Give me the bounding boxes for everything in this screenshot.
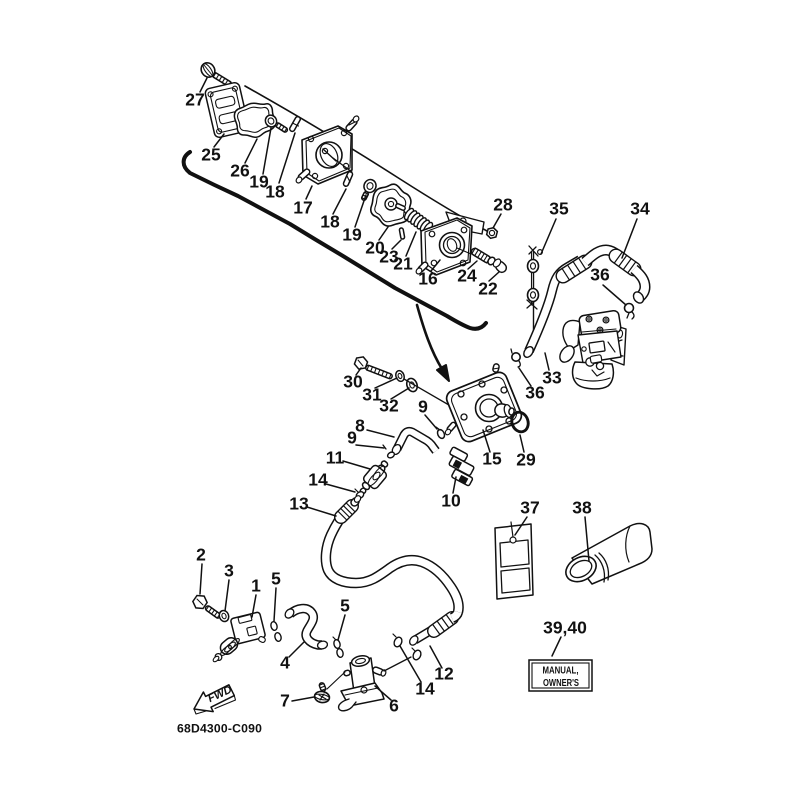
svg-text:10: 10 [441,491,461,511]
svg-text:24: 24 [457,266,477,286]
svg-text:36: 36 [525,383,545,403]
svg-text:19: 19 [249,172,269,192]
svg-text:16: 16 [418,269,438,289]
svg-text:31: 31 [362,385,382,405]
svg-text:20: 20 [365,238,385,258]
svg-text:OWNER'S: OWNER'S [543,677,579,689]
svg-text:12: 12 [434,664,454,684]
svg-text:1: 1 [251,576,261,596]
svg-text:11: 11 [326,448,345,468]
svg-text:26: 26 [230,161,250,181]
svg-text:MANUAL,: MANUAL, [543,665,579,677]
svg-text:25: 25 [201,145,221,165]
svg-text:22: 22 [478,279,498,299]
svg-text:4: 4 [280,653,290,673]
svg-text:9: 9 [347,428,357,448]
svg-text:33: 33 [542,368,562,388]
svg-text:32: 32 [379,396,399,416]
svg-text:17: 17 [293,198,312,218]
svg-text:68D4300-C090: 68D4300-C090 [177,722,262,736]
svg-text:13: 13 [289,494,309,514]
svg-text:34: 34 [630,199,650,219]
svg-text:38: 38 [572,498,592,518]
svg-text:27: 27 [185,90,204,110]
svg-text:3: 3 [224,561,234,581]
svg-text:5: 5 [340,596,350,616]
svg-text:28: 28 [493,195,513,215]
svg-text:36: 36 [590,265,610,285]
svg-text:23: 23 [379,247,399,267]
svg-text:9: 9 [418,397,428,417]
svg-text:19: 19 [342,225,362,245]
svg-text:21: 21 [393,254,413,274]
svg-text:7: 7 [280,691,290,711]
svg-text:14: 14 [308,470,328,490]
svg-text:37: 37 [520,498,539,518]
svg-text:39,40: 39,40 [543,618,587,638]
svg-text:29: 29 [516,450,536,470]
svg-text:30: 30 [343,372,363,392]
svg-text:15: 15 [482,449,502,469]
svg-text:8: 8 [355,416,365,436]
svg-text:18: 18 [320,212,340,232]
svg-text:5: 5 [271,569,281,589]
svg-text:35: 35 [549,199,569,219]
svg-text:18: 18 [265,182,285,202]
svg-text:6: 6 [389,696,399,716]
svg-text:14: 14 [415,679,435,699]
svg-text:2: 2 [196,545,206,565]
